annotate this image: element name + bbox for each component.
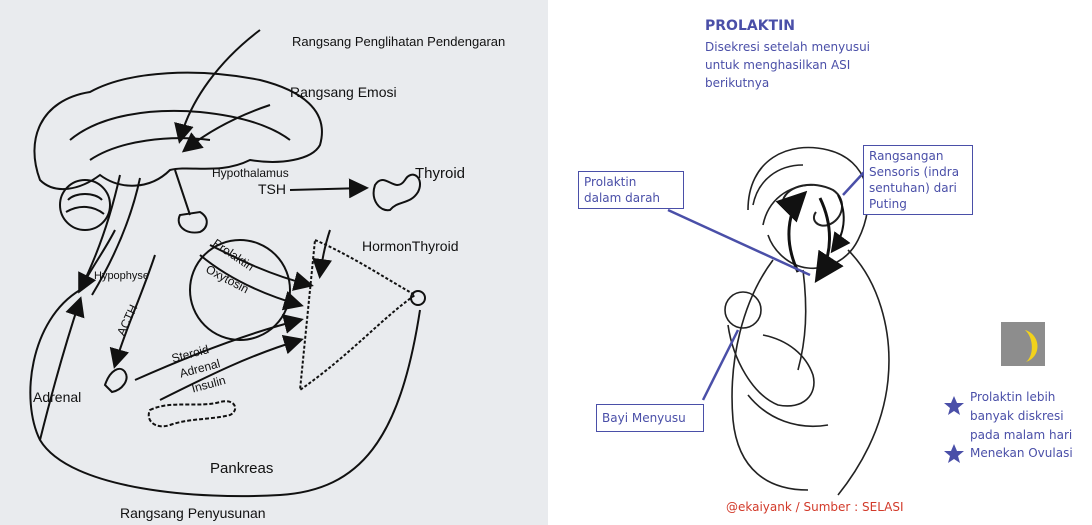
note-line: pada malam hari	[970, 426, 1072, 445]
note-prolaktin-malam: Prolaktin lebih banyak diskresi pada mal…	[970, 388, 1072, 445]
endocrine-diagram-drawing	[0, 0, 548, 525]
box-line: Rangsangan	[869, 148, 967, 164]
thyroid-gland	[374, 175, 420, 211]
box-rangsangan-sensoris: Rangsangan Sensoris (indra sentuhan) dar…	[863, 145, 973, 215]
note-line: Prolaktin lebih	[970, 388, 1072, 407]
prolactin-infographic-panel: PROLAKTIN Disekresi setelah menyusui unt…	[548, 0, 1092, 525]
label-adrenal: Adrenal	[33, 389, 81, 405]
label-rangsang-emosi: Rangsang Emosi	[290, 84, 397, 100]
baby-body	[728, 325, 814, 406]
pancreas-gland	[149, 401, 236, 426]
cerebellum	[60, 180, 110, 230]
label-thyroid: Thyroid	[415, 165, 465, 182]
adrenal-gland	[105, 369, 127, 392]
label-hypothalamus: Hypothalamus	[212, 166, 289, 180]
moon-icon-bg	[1001, 322, 1045, 366]
box-line: Prolaktin	[584, 174, 678, 190]
note-line: banyak diskresi	[970, 407, 1072, 426]
box-line: dalam darah	[584, 190, 678, 206]
label-rangsang-penglihatan: Rangsang Penglihatan Pendengaran	[292, 34, 505, 49]
mother-body	[732, 250, 889, 495]
endocrine-diagram-panel: Rangsang Penglihatan Pendengaran Rangsan…	[0, 0, 548, 525]
star-icon	[944, 396, 964, 415]
subtitle-line: berikutnya	[705, 74, 870, 92]
subtitle-line: Disekresi setelah menyusui	[705, 38, 870, 56]
label-tsh: TSH	[258, 181, 286, 197]
box-prolaktin-darah: Prolaktin dalam darah	[578, 171, 684, 209]
box-line: Sensoris (indra	[869, 164, 967, 180]
label-rangsang-penyusunan: Rangsang Penyusunan	[120, 505, 266, 521]
label-hypophyse: Hypophyse	[94, 270, 149, 282]
prolaktin-subtitle: Disekresi setelah menyusui untuk menghas…	[705, 38, 870, 92]
credit-text: @ekaiyank / Sumber : SELASI	[726, 500, 904, 514]
subtitle-line: untuk menghasilkan ASI	[705, 56, 870, 74]
label-pankreas: Pankreas	[210, 460, 273, 477]
pituitary	[179, 212, 207, 233]
mother-head	[748, 148, 868, 269]
box-line: Puting	[869, 196, 967, 212]
label-hormon-thyroid: HormonThyroid	[362, 238, 458, 254]
box-line: sentuhan) dari	[869, 180, 967, 196]
prolaktin-title: PROLAKTIN	[705, 18, 795, 34]
note-menekan-ovulasi: Menekan Ovulasi	[970, 446, 1073, 460]
breast-shape	[300, 240, 415, 390]
star-icon	[944, 444, 964, 463]
box-bayi-menyusu: Bayi Menyusu	[596, 404, 704, 432]
